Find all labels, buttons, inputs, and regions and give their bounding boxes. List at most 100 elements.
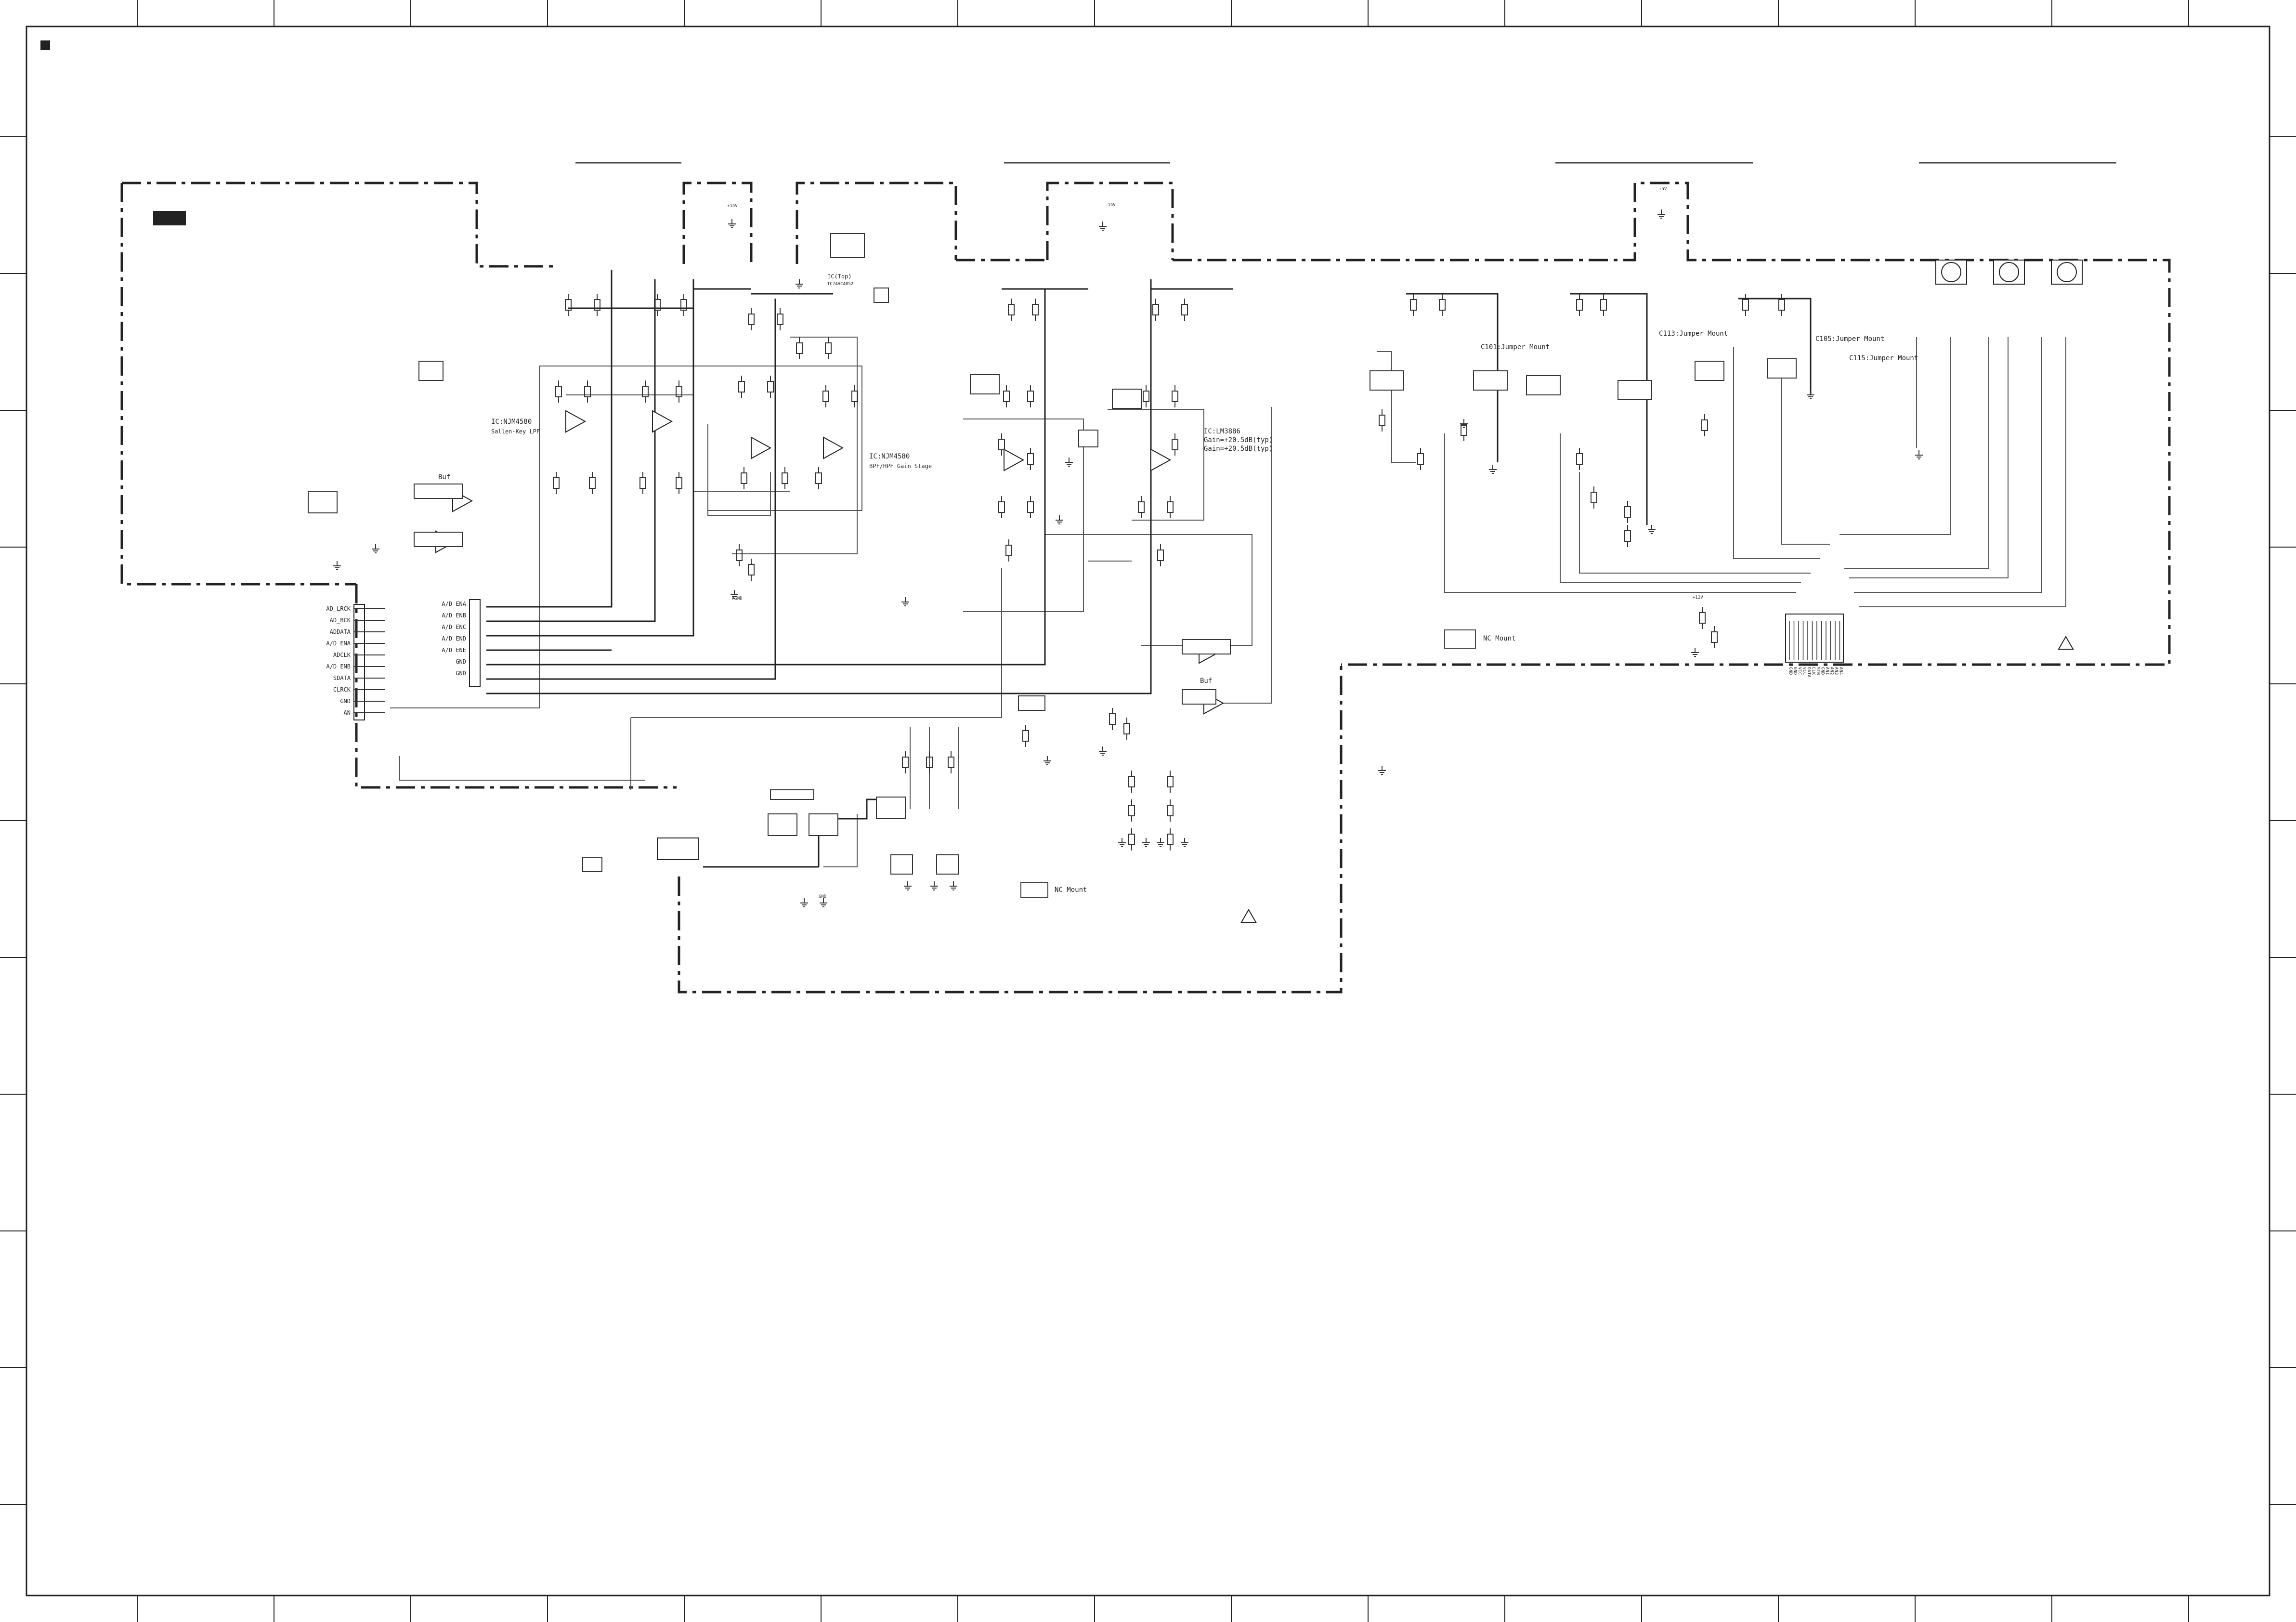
passive-component: [589, 472, 596, 494]
ic-package: [1695, 361, 1724, 381]
ic-package: [890, 854, 913, 875]
connector-pin-label: VCC: [1802, 667, 1807, 675]
connector-headers: [353, 599, 1844, 860]
connector-signal-label: AD_LRCK: [326, 605, 351, 612]
passive-component: [565, 294, 572, 316]
ground-icon: [1157, 838, 1164, 847]
ground-icon: [1691, 648, 1699, 657]
ground-icon: [1460, 419, 1468, 428]
passive-component: [680, 294, 687, 316]
passive-component: [1109, 708, 1116, 730]
ground-icon: [1807, 390, 1814, 399]
ic-package: [1182, 689, 1216, 705]
nc-mount-note-2: NC Mount: [1055, 886, 1087, 894]
passive-component: [1032, 299, 1039, 321]
ground-icon: [800, 898, 808, 907]
passive-component: [1128, 771, 1135, 793]
ground-icon: [1118, 838, 1126, 847]
connector-pin-label: GND: [1788, 667, 1793, 675]
jumper-note-4: C115:Jumper Mount: [1849, 354, 1918, 362]
passive-component: [1167, 799, 1174, 822]
ic-package: [1112, 389, 1142, 409]
warning-triangle-icon: [1240, 908, 1257, 923]
power-label: -15V: [1105, 203, 1116, 208]
passive-component: [1143, 385, 1149, 407]
buf-label-1: Buf: [438, 473, 450, 481]
power-label: +15V: [727, 204, 738, 209]
passive-component: [1022, 725, 1029, 747]
passive-component: [1167, 496, 1174, 518]
passive-component: [1701, 414, 1708, 436]
buf-label-2: Buf: [1200, 677, 1212, 685]
ic-package: [1526, 375, 1561, 395]
passive-component: [1181, 299, 1188, 321]
ground-icon: [1099, 746, 1107, 756]
jumper-note-2: C113:Jumper Mount: [1659, 330, 1728, 338]
ground-icon: [1648, 525, 1656, 534]
ic-top-partnumber: TC74HC4052: [827, 282, 853, 287]
ic-package: [1182, 639, 1231, 654]
passive-component: [1128, 828, 1135, 850]
passive-component: [1711, 626, 1718, 648]
connector-signal-label: ADCLK: [333, 652, 351, 658]
connector-signal-label: CLRCK: [333, 686, 351, 693]
ground-icon: [1915, 450, 1923, 459]
ic-note-7: Gain=+20.5dB(typ): [1204, 445, 1273, 453]
passive-component: [748, 559, 755, 581]
connector-signal-label: A/D ENA: [442, 601, 466, 607]
ic-note-6: Gain=+20.5dB(typ): [1204, 436, 1273, 444]
power-label: AGND: [732, 596, 743, 601]
connector-signal-label: GND: [456, 658, 466, 665]
passive-component: [1003, 385, 1010, 407]
ground-icon: [950, 881, 957, 890]
jumper-note-1: C101:Jumper Mount: [1481, 343, 1550, 351]
bus-traces: [486, 270, 1812, 868]
ic-package: [936, 854, 959, 875]
passive-component: [555, 380, 562, 403]
component-notes: IC:NJM4580 Sallen-Key LPF IC:NJM4580 BPF…: [438, 273, 1918, 894]
passive-component: [1591, 486, 1597, 509]
passive-component: [1624, 525, 1631, 547]
power-connector: [657, 837, 699, 860]
passive-component: [822, 385, 829, 407]
component-boxes: [308, 233, 1797, 875]
ic-package: [970, 374, 1000, 394]
passive-component: [738, 376, 745, 398]
passive-component: [1157, 544, 1164, 566]
ground-icon: [1099, 222, 1107, 231]
connector-signal-label: AD_BCK: [330, 617, 351, 624]
passive-component: [948, 751, 954, 773]
connector-signal-label: A/D ENB: [442, 612, 466, 619]
power-label: +5V: [1659, 187, 1667, 192]
nc-mount-box-2: [1020, 882, 1048, 898]
ic-package: [809, 813, 838, 836]
passive-component: [1027, 496, 1034, 518]
opamp-symbol: [1150, 448, 1172, 471]
passive-component: [825, 337, 832, 359]
passive-component: [1600, 294, 1607, 316]
passive-component: [1128, 799, 1135, 822]
ground-icon: [820, 898, 827, 907]
left-connector: [353, 604, 365, 720]
ic-package: [308, 491, 338, 513]
passive-component: [1439, 294, 1446, 316]
ground-icon: [1489, 465, 1497, 474]
passive-component: [1624, 501, 1631, 523]
passive-component: [748, 308, 755, 330]
ground-icon: [796, 279, 803, 288]
ic-package: [1767, 358, 1797, 379]
ic-note-2: Sallen-Key LPF: [491, 428, 540, 435]
passive-component: [767, 376, 774, 398]
ic-note-3: IC:NJM4580: [869, 453, 910, 460]
passive-component: [1778, 294, 1785, 316]
connector-signal-label: A/D ENE: [442, 647, 466, 654]
passive-component: [1379, 409, 1385, 432]
ground-icon: [1044, 756, 1051, 765]
ic-package: [768, 813, 797, 836]
ic-note-1: IC:NJM4580: [491, 418, 532, 426]
connector-pin-label: AN1: [1825, 667, 1829, 675]
ic-package: [874, 288, 889, 303]
passive-component: [639, 472, 646, 494]
